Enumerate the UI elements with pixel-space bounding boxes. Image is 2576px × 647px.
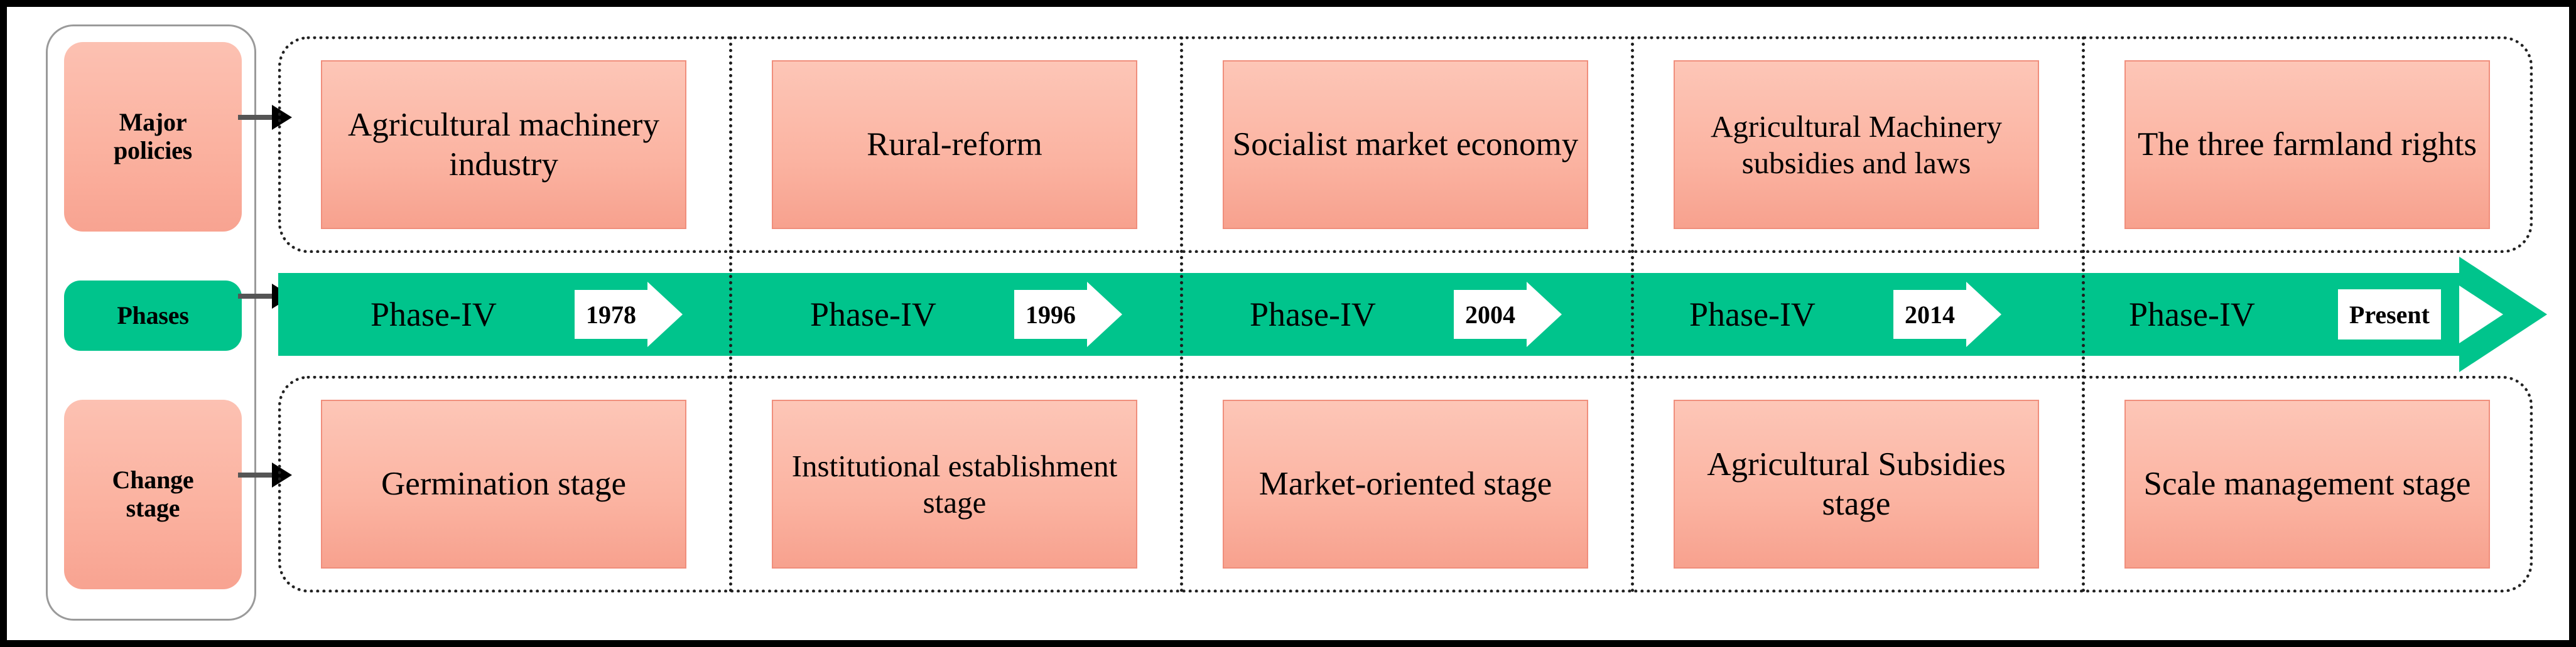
policy-box-3: Socialist market economy	[1223, 60, 1588, 230]
year-marker-2004: 2004	[1454, 282, 1562, 347]
stage-box-5: Scale management stage	[2124, 399, 2490, 569]
change-stage-row: Germination stage Institutional establis…	[278, 376, 2533, 592]
stage-cell-1: Germination stage	[278, 376, 729, 592]
phase-label-5: Phase-IV	[2128, 296, 2255, 333]
connector-arrow-stage-icon	[238, 463, 292, 488]
major-policies-row: Agricultural machinery industry Rural-re…	[278, 36, 2533, 253]
policy-box-1: Agricultural machinery industry	[321, 60, 686, 230]
stage-box-1: Germination stage	[321, 399, 686, 569]
year-marker-1996-arrow-icon	[1087, 282, 1122, 347]
year-marker-2004-text: 2004	[1454, 290, 1527, 339]
year-marker-2004-arrow-icon	[1527, 282, 1562, 347]
policy-cell-2: Rural-reform	[729, 36, 1180, 253]
stage-box-4: Agricultural Subsidies stage	[1674, 399, 2039, 569]
policy-cell-5: The three farmland rights	[2082, 36, 2533, 253]
year-marker-2014-text: 2014	[1893, 290, 1966, 339]
connector-arrow-phases-icon	[238, 284, 292, 309]
phase-segment-5: Phase-IV Present	[2037, 273, 2476, 356]
timeline-arrowhead-notch	[2459, 286, 2503, 343]
policy-box-2: Rural-reform	[772, 60, 1137, 230]
year-marker-2014: 2014	[1893, 282, 2001, 347]
stage-row-frame	[278, 376, 2533, 592]
year-marker-2014-arrow-icon	[1966, 282, 2001, 347]
stage-cell-4: Agricultural Subsidies stage	[1631, 376, 2082, 592]
column-separator-2	[1180, 36, 1183, 592]
connector-arrow-policies-icon	[238, 105, 292, 130]
column-separator-3	[1631, 36, 1634, 592]
row-label-phases-text: Phases	[117, 301, 189, 329]
policy-cell-3: Socialist market economy	[1180, 36, 1631, 253]
column-separator-4	[2082, 36, 2085, 592]
phase-label-2: Phase-IV	[809, 296, 936, 333]
phase-segment-2: Phase-IV 1996	[718, 273, 1157, 356]
policy-box-4: Agricultural Machinery subsidies and law…	[1674, 60, 2039, 230]
stage-cell-3: Market-oriented stage	[1180, 376, 1631, 592]
policy-cell-1: Agricultural machinery industry	[278, 36, 729, 253]
column-separator-1	[729, 36, 732, 592]
phase-label-3: Phase-IV	[1249, 296, 1376, 333]
year-marker-1996-text: 1996	[1014, 290, 1087, 339]
row-label-change-stage-text: Change stage	[112, 466, 194, 522]
phase-segment-4: Phase-IV 2014	[1597, 273, 2037, 356]
phase-label-1: Phase-IV	[370, 296, 497, 333]
year-marker-1978: 1978	[575, 282, 683, 347]
phase-segment-1: Phase-IV 1978	[278, 273, 718, 356]
year-marker-1978-arrow-icon	[647, 282, 683, 347]
row-label-major-policies: Major policies	[64, 42, 242, 232]
stage-box-2: Institutional establishment stage	[772, 399, 1137, 569]
policies-row-frame	[278, 36, 2533, 253]
row-label-major-policies-text: Major policies	[113, 108, 193, 164]
year-marker-present-text: Present	[2337, 289, 2441, 340]
stage-cell-2: Institutional establishment stage	[729, 376, 1180, 592]
row-label-column: Major policies Phases Change stage	[46, 24, 256, 621]
row-label-phases: Phases	[64, 281, 242, 351]
phase-label-4: Phase-IV	[1689, 296, 1816, 333]
phase-segment-3: Phase-IV 2004	[1157, 273, 1597, 356]
row-label-change-stage: Change stage	[64, 400, 242, 589]
policy-box-5: The three farmland rights	[2124, 60, 2490, 230]
year-marker-present: Present	[2337, 282, 2441, 347]
stage-box-3: Market-oriented stage	[1223, 399, 1588, 569]
year-marker-1996: 1996	[1014, 282, 1122, 347]
phases-timeline-band: Phase-IV 1978 Phase-IV 1996 Phase-IV 200…	[278, 273, 2476, 356]
policy-cell-4: Agricultural Machinery subsidies and law…	[1631, 36, 2082, 253]
stage-cell-5: Scale management stage	[2082, 376, 2533, 592]
year-marker-1978-text: 1978	[575, 290, 647, 339]
